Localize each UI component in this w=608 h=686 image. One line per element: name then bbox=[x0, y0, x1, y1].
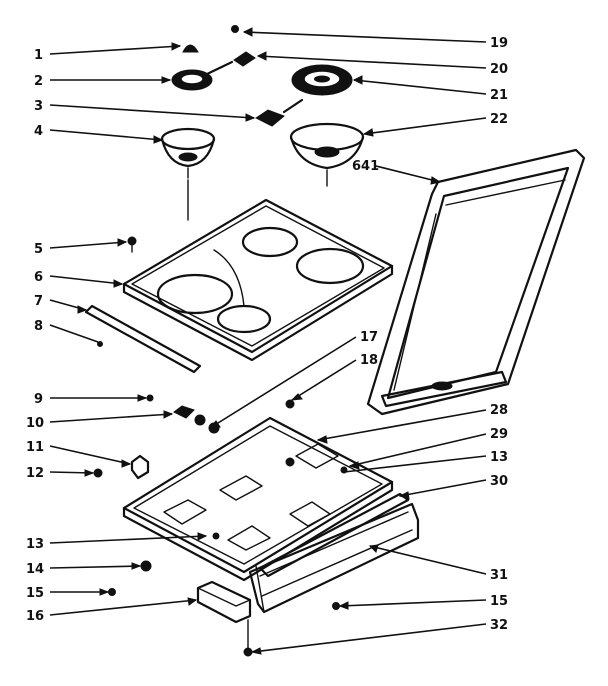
part-large-drip-bowl bbox=[289, 122, 365, 187]
part-cooktop-panel bbox=[122, 179, 394, 362]
label-12: 12 bbox=[26, 466, 44, 481]
label-22: 22 bbox=[490, 112, 508, 127]
part-burner-box bbox=[122, 416, 394, 582]
label-13-right: 13 bbox=[490, 450, 508, 465]
part-screw-9 bbox=[146, 394, 154, 402]
label-2: 2 bbox=[34, 74, 43, 89]
label-21: 21 bbox=[490, 88, 508, 103]
part-terminal-block bbox=[255, 98, 304, 127]
label-9: 9 bbox=[34, 392, 43, 407]
label-15-right: 15 bbox=[490, 594, 508, 609]
part-small-connector bbox=[233, 51, 256, 67]
label-18: 18 bbox=[360, 353, 378, 368]
part-screw-5 bbox=[127, 236, 137, 253]
leader-arrowheads bbox=[77, 27, 442, 655]
label-19: 19 bbox=[490, 36, 508, 51]
part-screw-8 bbox=[97, 341, 103, 347]
label-10: 10 bbox=[26, 416, 44, 431]
part-screw-15a bbox=[108, 588, 116, 596]
part-screw-12 bbox=[93, 468, 103, 478]
part-clip bbox=[130, 454, 150, 480]
part-grommet bbox=[140, 560, 152, 572]
label-30: 30 bbox=[490, 474, 508, 489]
label-6: 6 bbox=[34, 270, 43, 285]
part-small-drip-bowl bbox=[160, 127, 216, 179]
part-knob-cap bbox=[182, 44, 199, 53]
label-3: 3 bbox=[34, 99, 43, 114]
label-1: 1 bbox=[34, 48, 43, 63]
part-labels: 1 2 3 4 5 6 7 8 9 10 11 12 13 14 15 16 1… bbox=[26, 36, 508, 633]
part-screw-18 bbox=[285, 399, 295, 409]
label-14: 14 bbox=[26, 562, 44, 577]
label-5: 5 bbox=[34, 242, 43, 257]
part-screw-15b bbox=[332, 602, 340, 610]
label-31: 31 bbox=[490, 568, 508, 583]
part-screw-19 bbox=[231, 25, 239, 33]
label-20: 20 bbox=[490, 62, 508, 77]
label-29: 29 bbox=[490, 427, 508, 442]
label-28: 28 bbox=[490, 403, 508, 418]
part-connector-10 bbox=[173, 405, 220, 434]
label-17: 17 bbox=[360, 330, 378, 345]
part-front-panel bbox=[248, 502, 420, 614]
part-lid-frame bbox=[366, 148, 586, 416]
part-small-burner-ring bbox=[171, 60, 234, 91]
label-16: 16 bbox=[26, 609, 44, 624]
label-7: 7 bbox=[34, 294, 43, 309]
label-13-left: 13 bbox=[26, 537, 44, 552]
label-32: 32 bbox=[490, 618, 508, 633]
part-screw-32 bbox=[243, 619, 253, 657]
part-large-burner-ring bbox=[291, 64, 353, 96]
leader-lines bbox=[49, 31, 487, 653]
label-15-left: 15 bbox=[26, 586, 44, 601]
part-trim-strip bbox=[84, 304, 202, 374]
label-8: 8 bbox=[34, 319, 43, 334]
label-4: 4 bbox=[34, 124, 43, 139]
label-11: 11 bbox=[26, 440, 44, 455]
part-side-bracket bbox=[196, 580, 252, 624]
label-641: 641 bbox=[352, 159, 379, 174]
